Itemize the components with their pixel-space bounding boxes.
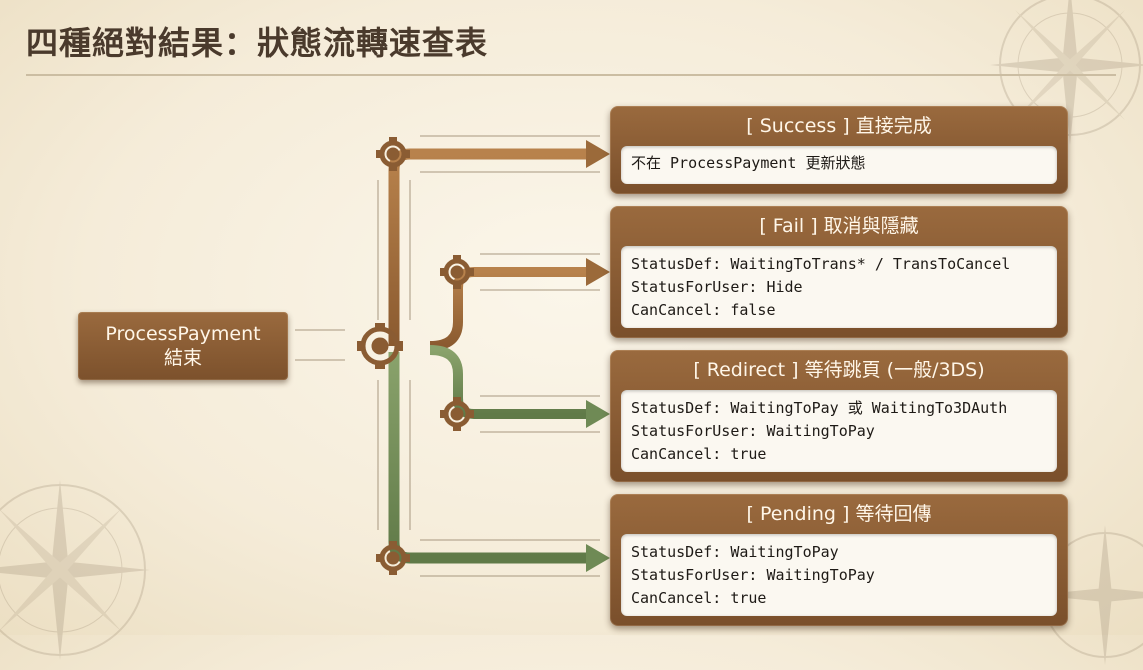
outcome-details: StatusDef: WaitingToPay 或 WaitingTo3DAut…: [621, 390, 1057, 472]
outcome-card-success: [ Success ] 直接完成 不在 ProcessPayment 更新狀態: [610, 106, 1068, 194]
outcome-header: [ Success ] 直接完成: [746, 115, 932, 137]
detail-line: CanCancel: true: [631, 589, 767, 607]
detail-line: StatusDef: WaitingToPay 或 WaitingTo3DAut…: [631, 399, 1008, 417]
outcome-header: [ Redirect ] 等待跳頁 (一般/3DS): [693, 359, 985, 381]
detail-line: CanCancel: true: [631, 445, 767, 463]
source-label-line2: 結束: [163, 347, 202, 369]
title-divider: [26, 74, 1116, 76]
detail-line: 不在 ProcessPayment 更新狀態: [631, 154, 866, 172]
compass-rose-icon: [990, 0, 1143, 145]
outcome-header: [ Pending ] 等待回傳: [746, 503, 932, 525]
outcome-details: StatusDef: WaitingToTrans* / TransToCanc…: [621, 246, 1057, 328]
source-node-process-payment: ProcessPayment 結束: [78, 312, 288, 380]
detail-line: StatusForUser: Hide: [631, 278, 803, 296]
outcome-header: [ Fail ] 取消與隱藏: [759, 215, 919, 237]
source-label-line1: ProcessPayment: [105, 323, 261, 345]
outcome-details: 不在 ProcessPayment 更新狀態: [621, 146, 1057, 184]
detail-line: StatusDef: WaitingToTrans* / TransToCanc…: [631, 255, 1011, 273]
arrow-right-icon: [586, 140, 610, 572]
flow-diagram: [282, 135, 610, 577]
compass-rose-icon: [0, 480, 150, 660]
detail-line: CanCancel: false: [631, 301, 776, 319]
detail-line: StatusDef: WaitingToPay: [631, 543, 839, 561]
outcome-card-redirect: [ Redirect ] 等待跳頁 (一般/3DS) StatusDef: Wa…: [610, 350, 1068, 482]
outcome-card-pending: [ Pending ] 等待回傳 StatusDef: WaitingToPay…: [610, 494, 1068, 626]
detail-line: StatusForUser: WaitingToPay: [631, 422, 875, 440]
outcome-card-fail: [ Fail ] 取消與隱藏 StatusDef: WaitingToTrans…: [610, 206, 1068, 338]
outcome-details: StatusDef: WaitingToPay StatusForUser: W…: [621, 534, 1057, 616]
page-title: 四種絕對結果：狀態流轉速查表: [26, 24, 489, 62]
detail-line: StatusForUser: WaitingToPay: [631, 566, 875, 584]
